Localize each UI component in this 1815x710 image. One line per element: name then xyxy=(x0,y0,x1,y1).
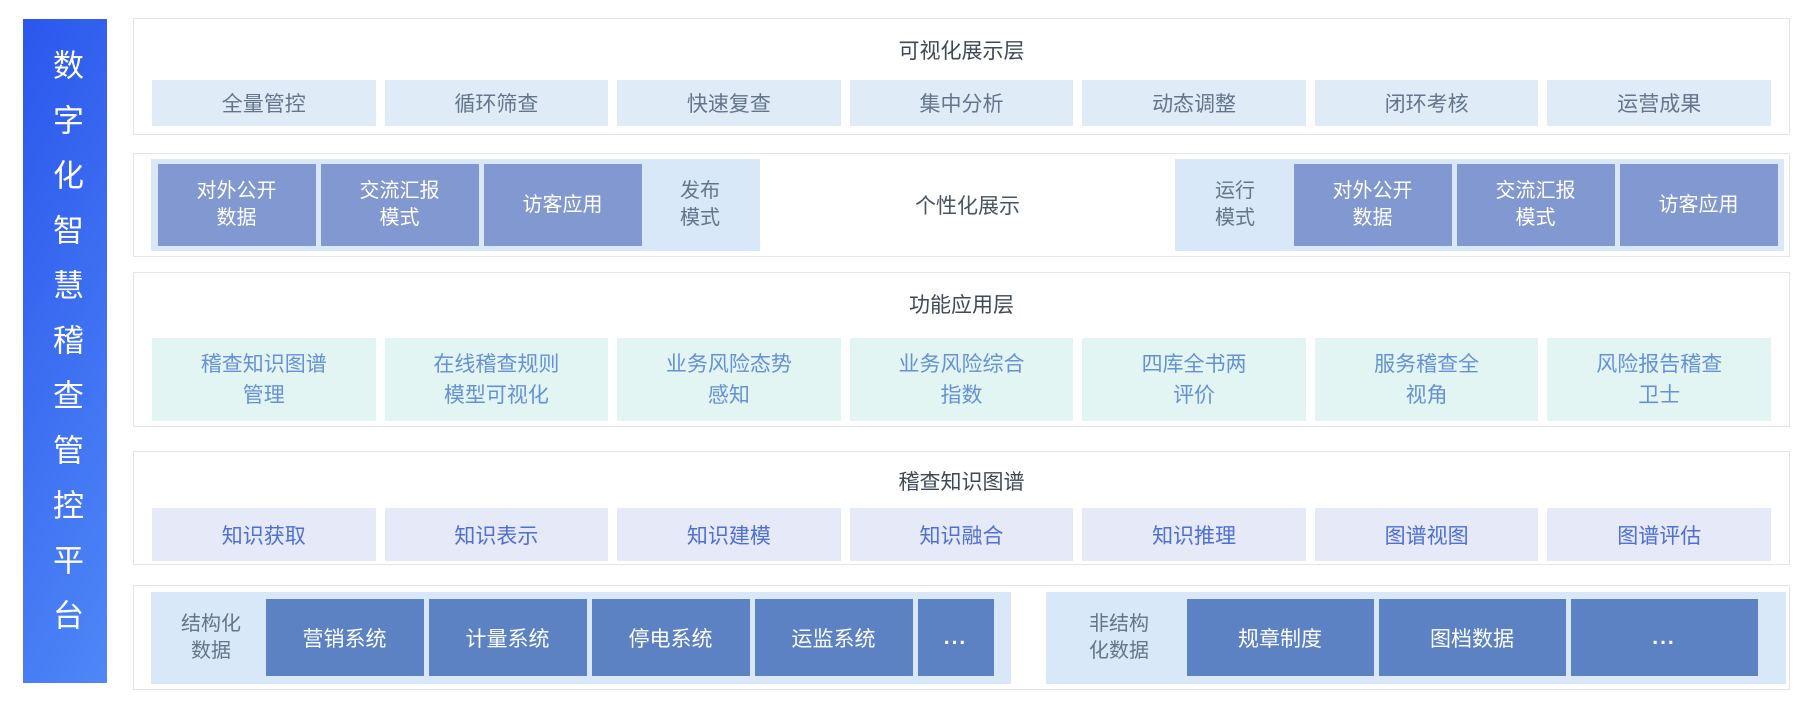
function-layer-item: 四库全书两 评价 xyxy=(1082,338,1306,421)
platform-title: 数字化智慧稽查管控平台 xyxy=(48,48,83,654)
knowledge-graph-layer-items: 知识获取 知识表示 知识建模 知识融合 知识推理 图谱视图 图谱评估 xyxy=(152,508,1771,561)
visual-layer-item: 快速复查 xyxy=(617,80,841,126)
run-mode-item: 访客应用 xyxy=(1619,164,1778,246)
publish-mode-item: 交流汇报 模式 xyxy=(320,164,479,246)
run-mode-item: 对外公开 数据 xyxy=(1293,164,1452,246)
unstructured-data-item: 规章制度 xyxy=(1186,599,1374,676)
personalized-display-label: 个性化展示 xyxy=(915,195,1020,218)
function-layer-item: 服务稽查全 视角 xyxy=(1314,338,1539,421)
structured-data-item: 计量系统 xyxy=(428,599,587,676)
knowledge-graph-layer-title: 稽查知识图谱 xyxy=(898,471,1025,494)
run-mode-label: 运行 模式 xyxy=(1215,180,1255,229)
run-mode-item: 交流汇报 模式 xyxy=(1456,164,1615,246)
knowledge-graph-item: 知识表示 xyxy=(384,508,609,561)
visual-layer-item: 全量管控 xyxy=(152,80,376,126)
data-source-layer: 结构化 数据 营销系统 计量系统 停电系统 运监系统 ... 非结构 化数据 规… xyxy=(133,585,1790,690)
visual-layer-item: 运营成果 xyxy=(1547,80,1771,126)
publish-mode-item: 访客应用 xyxy=(483,164,642,246)
visual-layer-item: 动态调整 xyxy=(1082,80,1306,126)
knowledge-graph-layer: 稽查知识图谱 知识获取 知识表示 知识建模 知识融合 知识推理 图谱视图 图谱评… xyxy=(133,451,1790,565)
knowledge-graph-item: 知识融合 xyxy=(849,508,1074,561)
function-layer-title: 功能应用层 xyxy=(909,294,1014,317)
visual-display-layer-title: 可视化展示层 xyxy=(898,40,1025,63)
unstructured-data-item: 图档数据 xyxy=(1378,599,1566,676)
knowledge-graph-item: 知识建模 xyxy=(617,508,841,561)
structured-data-item: 停电系统 xyxy=(591,599,750,676)
unstructured-data-more: ... xyxy=(1570,599,1758,676)
visual-layer-item: 集中分析 xyxy=(849,80,1074,126)
function-layer-items: 稽查知识图谱 管理 在线稽查规则 模型可视化 业务风险态势 感知 业务风险综合 … xyxy=(152,338,1771,421)
knowledge-graph-item: 图谱视图 xyxy=(1314,508,1539,561)
visual-layer-item: 循环筛查 xyxy=(384,80,609,126)
publish-mode-group: 对外公开 数据 交流汇报 模式 访客应用 发布 模式 xyxy=(151,159,760,251)
function-layer-item: 稽查知识图谱 管理 xyxy=(152,338,376,421)
visual-display-layer-items: 全量管控 循环筛查 快速复查 集中分析 动态调整 闭环考核 运营成果 xyxy=(152,80,1771,126)
function-layer-item: 业务风险综合 指数 xyxy=(849,338,1074,421)
knowledge-graph-item: 图谱评估 xyxy=(1547,508,1771,561)
structured-data-label: 结构化 数据 xyxy=(181,612,241,662)
publish-mode-item: 对外公开 数据 xyxy=(157,164,316,246)
architecture-diagram: 可视化展示层 全量管控 循环筛查 快速复查 集中分析 动态调整 闭环考核 运营成… xyxy=(133,0,1790,690)
platform-sidebar: 数字化智慧稽查管控平台 xyxy=(23,19,107,683)
run-mode-group: 运行 模式 对外公开 数据 交流汇报 模式 访客应用 xyxy=(1175,159,1784,251)
unstructured-data-label: 非结构 化数据 xyxy=(1089,612,1149,662)
knowledge-graph-item: 知识推理 xyxy=(1082,508,1306,561)
function-layer-item: 风险报告稽查 卫士 xyxy=(1547,338,1771,421)
unstructured-data-group: 非结构 化数据 规章制度 图档数据 ... xyxy=(1046,591,1786,684)
publish-mode-label: 发布 模式 xyxy=(680,180,720,229)
function-application-layer: 功能应用层 稽查知识图谱 管理 在线稽查规则 模型可视化 业务风险态势 感知 业… xyxy=(133,272,1790,427)
display-mode-layer: 对外公开 数据 交流汇报 模式 访客应用 发布 模式 个性化展示 运行 模式 对… xyxy=(133,153,1790,257)
knowledge-graph-item: 知识获取 xyxy=(152,508,376,561)
structured-data-item: 运监系统 xyxy=(754,599,913,676)
structured-data-more: ... xyxy=(917,599,994,676)
visual-display-layer: 可视化展示层 全量管控 循环筛查 快速复查 集中分析 动态调整 闭环考核 运营成… xyxy=(133,18,1790,135)
function-layer-item: 在线稽查规则 模型可视化 xyxy=(384,338,609,421)
structured-data-item: 营销系统 xyxy=(265,599,424,676)
visual-layer-item: 闭环考核 xyxy=(1314,80,1539,126)
function-layer-item: 业务风险态势 感知 xyxy=(617,338,841,421)
structured-data-group: 结构化 数据 营销系统 计量系统 停电系统 运监系统 ... xyxy=(151,591,1011,684)
